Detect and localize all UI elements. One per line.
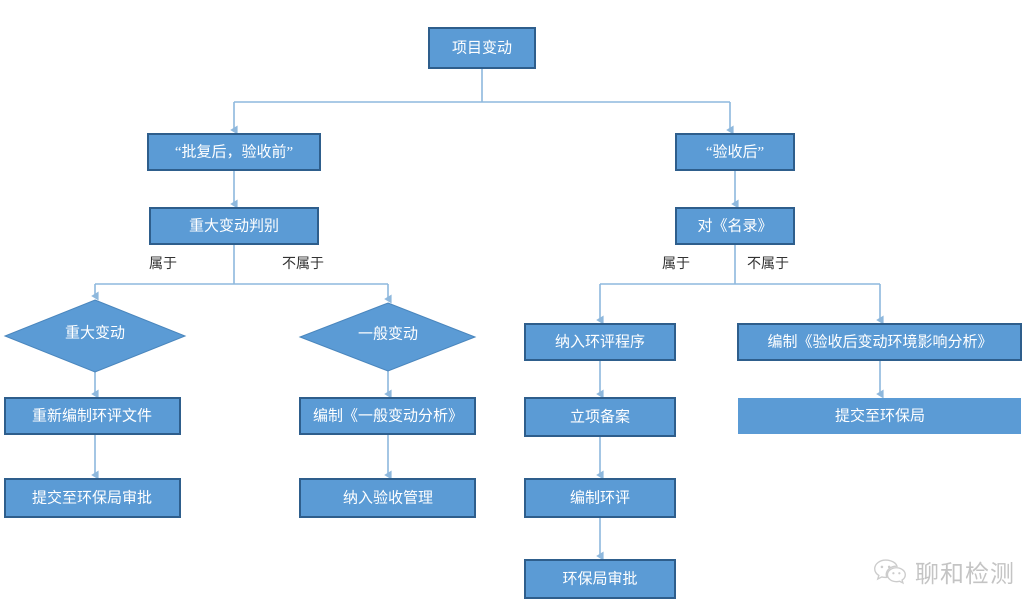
node-root[interactable]: 项目变动	[428, 27, 536, 69]
node-right-judge-shape[interactable]	[675, 207, 795, 245]
node-project-filing-shape[interactable]	[524, 397, 676, 437]
node-right-judge[interactable]: 对《名录》	[675, 207, 795, 245]
node-left-judge[interactable]: 重大变动判别	[149, 207, 319, 245]
node-epb-approval[interactable]: 环保局审批	[524, 559, 676, 599]
node-include-acceptance-mgmt-shape[interactable]	[299, 478, 476, 518]
edge-label-left-not-belong: 不属于	[282, 257, 324, 272]
node-submit-epb-approval[interactable]: 提交至环保局审批	[4, 478, 181, 518]
node-enter-eia-process-label: 纳入环评程序	[555, 333, 645, 350]
node-include-acceptance-mgmt[interactable]: 纳入验收管理	[299, 478, 476, 518]
node-major-change-shape[interactable]	[3, 299, 187, 373]
node-redo-eia-document-label: 重新编制环评文件	[32, 407, 152, 424]
node-enter-eia-process[interactable]: 纳入环评程序	[524, 323, 676, 361]
node-submit-to-epb[interactable]: 提交至环保局	[738, 398, 1021, 434]
node-left-phase-label: “批复后，验收前”	[175, 142, 293, 160]
node-general-change-analysis[interactable]: 编制《一般变动分析》	[299, 397, 476, 435]
node-right-judge-label: 对《名录》	[697, 217, 772, 234]
nodes: 项目变动 “批复后，验收前” “验收后” 重大变动判别 对《名录》 重大变动	[3, 27, 1022, 599]
node-compile-eia-shape[interactable]	[524, 478, 676, 518]
node-general-change-analysis-label: 编制《一般变动分析》	[313, 407, 463, 424]
node-project-filing-label: 立项备案	[570, 407, 630, 425]
connectors	[91, 68, 884, 561]
node-right-phase-shape[interactable]	[675, 133, 795, 171]
watermark-text: 聊和检测	[915, 562, 1015, 588]
node-major-change[interactable]: 重大变动	[3, 299, 187, 373]
edge-labels: 属于 不属于 属于 不属于	[149, 257, 789, 272]
node-general-change-label: 一般变动	[358, 325, 418, 342]
watermark: 聊和检测	[873, 554, 1015, 589]
node-submit-to-epb-label: 提交至环保局	[835, 406, 925, 424]
node-compile-eia-label: 编制环评	[570, 489, 630, 506]
node-left-judge-label: 重大变动判别	[189, 217, 279, 234]
node-submit-epb-approval-shape[interactable]	[4, 478, 181, 518]
node-submit-to-epb-shape[interactable]	[738, 398, 1021, 434]
node-epb-approval-label: 环保局审批	[562, 570, 637, 587]
node-compile-eia[interactable]: 编制环评	[524, 478, 676, 518]
node-general-change[interactable]: 一般变动	[298, 302, 477, 372]
node-post-acceptance-analysis-label: 编制《验收后变动环境影响分析》	[767, 332, 992, 350]
node-left-phase[interactable]: “批复后，验收前”	[147, 133, 321, 171]
node-redo-eia-document-shape[interactable]	[4, 397, 181, 435]
node-major-change-label: 重大变动	[65, 324, 125, 341]
node-project-filing[interactable]: 立项备案	[524, 397, 676, 437]
node-right-phase-label: “验收后”	[706, 143, 764, 160]
wechat-icon	[874, 558, 906, 584]
edge-label-right-belong: 属于	[662, 257, 690, 272]
node-epb-approval-shape[interactable]	[524, 559, 676, 599]
node-left-judge-shape[interactable]	[149, 207, 319, 245]
node-include-acceptance-mgmt-label: 纳入验收管理	[343, 489, 433, 506]
node-root-label: 项目变动	[452, 39, 512, 56]
node-post-acceptance-analysis[interactable]: 编制《验收后变动环境影响分析》	[737, 323, 1022, 361]
node-submit-epb-approval-label: 提交至环保局审批	[32, 488, 152, 506]
node-right-phase[interactable]: “验收后”	[675, 133, 795, 171]
node-general-change-shape[interactable]	[298, 302, 477, 372]
node-post-acceptance-analysis-shape[interactable]	[737, 323, 1022, 361]
edge-label-left-belong: 属于	[149, 257, 177, 272]
node-general-change-analysis-shape[interactable]	[299, 397, 476, 435]
node-redo-eia-document[interactable]: 重新编制环评文件	[4, 397, 181, 435]
node-left-phase-shape[interactable]	[147, 133, 321, 171]
node-root-shape[interactable]	[428, 27, 536, 69]
edge-label-right-not-belong: 不属于	[747, 257, 789, 272]
node-enter-eia-process-shape[interactable]	[524, 323, 676, 361]
